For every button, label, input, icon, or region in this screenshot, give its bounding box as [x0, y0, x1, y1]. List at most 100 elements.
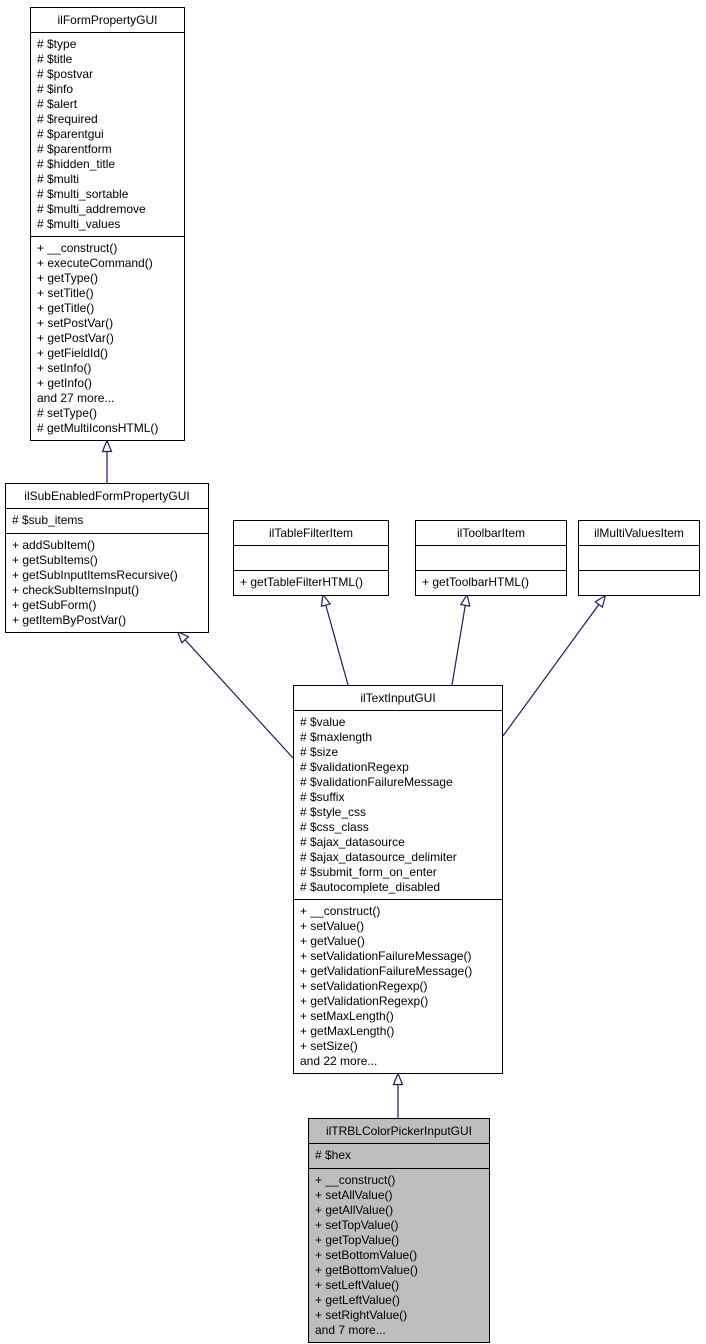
method: + __construct(): [300, 904, 381, 918]
class-name: ilMultiValuesItem: [594, 526, 684, 540]
class-box-ilTRBLColorPickerInputGUI: ilTRBLColorPickerInputGUI # $hex + __con…: [308, 1118, 490, 1343]
method: + setBottomValue(): [315, 1248, 418, 1262]
method: # setType(): [37, 406, 98, 420]
method: + setAllValue(): [315, 1188, 393, 1202]
attribute: # $multi_addremove: [37, 202, 146, 216]
attribute: # $submit_form_on_enter: [300, 865, 437, 879]
inheritance-arrow-textinput-to-tablefilter: [323, 595, 349, 686]
attribute: # $hex: [315, 1148, 352, 1162]
attribute: # $autocomplete_disabled: [300, 880, 441, 894]
method: + setValidationRegexp(): [300, 979, 428, 993]
method: + setTopValue(): [315, 1218, 399, 1232]
class-name: ilToolbarItem: [456, 526, 526, 540]
class-box-ilTextInputGUI[interactable]: ilTextInputGUI # $value# $maxlength# $si…: [293, 685, 503, 1074]
attribute: # $required: [37, 112, 98, 126]
attribute: # $suffix: [300, 790, 345, 804]
method: and 27 more...: [37, 391, 115, 405]
method: + setValue(): [300, 919, 365, 933]
class-box-ilTableFilterItem[interactable]: ilTableFilterItem + getTableFilterHTML(): [233, 520, 389, 596]
method: and 22 more...: [300, 1054, 378, 1068]
method: + getLeftValue(): [315, 1293, 400, 1307]
method: + setLeftValue(): [315, 1278, 400, 1292]
method: # getMultiIconsHTML(): [37, 421, 159, 435]
method: + executeCommand(): [37, 256, 153, 270]
methods-compartment: + __construct()+ setValue()+ getValue()+…: [294, 899, 502, 1073]
attribute: # $parentform: [37, 142, 112, 156]
attribute: # $info: [37, 82, 74, 96]
attribute: # $hidden_title: [37, 157, 116, 171]
class-name: ilSubEnabledFormPropertyGUI: [24, 489, 190, 503]
class-name: ilTRBLColorPickerInputGUI: [325, 1124, 473, 1138]
methods-compartment: + getToolbarHTML(): [416, 570, 566, 595]
method: + setMaxLength(): [300, 1009, 394, 1023]
method: + getValidationFailureMessage(): [300, 964, 473, 978]
inheritance-arrow-textinput-to-multivalues: [502, 596, 605, 737]
attributes-compartment: [234, 545, 388, 570]
attribute: # $size: [300, 745, 339, 759]
method: + getTableFilterHTML(): [240, 575, 364, 589]
attribute: # $sub_items: [12, 513, 84, 527]
inheritance-arrow-textinput-to-subenabled: [178, 632, 294, 759]
method: + checkSubItemsInput(): [12, 583, 140, 597]
method: + getValidationRegexp(): [300, 994, 429, 1008]
method: + getSubItems(): [12, 553, 98, 567]
attribute: # $ajax_datasource_delimiter: [300, 850, 457, 864]
attribute: # $parentgui: [37, 127, 104, 141]
attributes-compartment: # $type# $title# $postvar# $info# $alert…: [31, 32, 184, 236]
class-box-ilMultiValuesItem[interactable]: ilMultiValuesItem: [578, 520, 700, 596]
methods-compartment: + __construct()+ executeCommand()+ getTy…: [31, 236, 184, 440]
attribute: # $validationFailureMessage: [300, 775, 453, 789]
method: + getMaxLength(): [300, 1024, 395, 1038]
method: + getType(): [37, 271, 99, 285]
method: + getTopValue(): [315, 1233, 400, 1247]
methods-compartment: + addSubItem()+ getSubItems()+ getSubInp…: [6, 533, 208, 632]
method: + getItemByPostVar(): [12, 613, 127, 627]
attribute: # $multi_values: [37, 217, 121, 231]
attributes-compartment: [416, 545, 566, 570]
method: + getSubForm(): [12, 598, 97, 612]
attribute: # $title: [37, 52, 73, 66]
attributes-compartment: # $hex: [309, 1143, 489, 1168]
attribute: # $css_class: [300, 820, 369, 834]
method: + getInfo(): [37, 376, 93, 390]
attribute: # $type: [37, 37, 77, 51]
attribute: # $multi: [37, 172, 80, 186]
method: + setInfo(): [37, 361, 92, 375]
attribute: # $alert: [37, 97, 78, 111]
attributes-compartment: # $sub_items: [6, 508, 208, 533]
method: + setTitle(): [37, 286, 94, 300]
method: and 7 more...: [315, 1323, 386, 1337]
method: + setValidationFailureMessage(): [300, 949, 472, 963]
method: + setPostVar(): [37, 316, 114, 330]
attribute: # $value: [300, 715, 346, 729]
method: + getSubInputItemsRecursive(): [12, 568, 178, 582]
class-box-ilFormPropertyGUI[interactable]: ilFormPropertyGUI # $type# $title# $post…: [30, 7, 185, 441]
method: + setRightValue(): [315, 1308, 408, 1322]
method: + __construct(): [37, 241, 118, 255]
attribute: # $ajax_datasource: [300, 835, 405, 849]
class-box-ilSubEnabledFormPropertyGUI[interactable]: ilSubEnabledFormPropertyGUI # $sub_items…: [5, 483, 209, 633]
methods-compartment: [579, 570, 699, 595]
method: + addSubItem(): [12, 538, 96, 552]
attribute: # $postvar: [37, 67, 94, 81]
method: + getValue(): [300, 934, 365, 948]
method: + getFieldId(): [37, 346, 109, 360]
class-name: ilTextInputGUI: [360, 691, 436, 705]
method: + getPostVar(): [37, 331, 114, 345]
attribute: # $multi_sortable: [37, 187, 129, 201]
attributes-compartment: [579, 545, 699, 570]
method: + getTitle(): [37, 301, 95, 315]
attribute: # $maxlength: [300, 730, 373, 744]
method: + getToolbarHTML(): [422, 575, 530, 589]
class-box-ilToolbarItem[interactable]: ilToolbarItem + getToolbarHTML(): [415, 520, 567, 596]
methods-compartment: + __construct()+ setAllValue()+ getAllVa…: [309, 1168, 489, 1342]
method: + __construct(): [315, 1173, 396, 1187]
attribute: # $style_css: [300, 805, 367, 819]
attributes-compartment: # $value# $maxlength# $size# $validation…: [294, 710, 502, 899]
inheritance-arrow-textinput-to-toolbar: [451, 595, 467, 686]
attribute: # $validationRegexp: [300, 760, 409, 774]
method: + setSize(): [300, 1039, 358, 1053]
methods-compartment: + getTableFilterHTML(): [234, 570, 388, 595]
